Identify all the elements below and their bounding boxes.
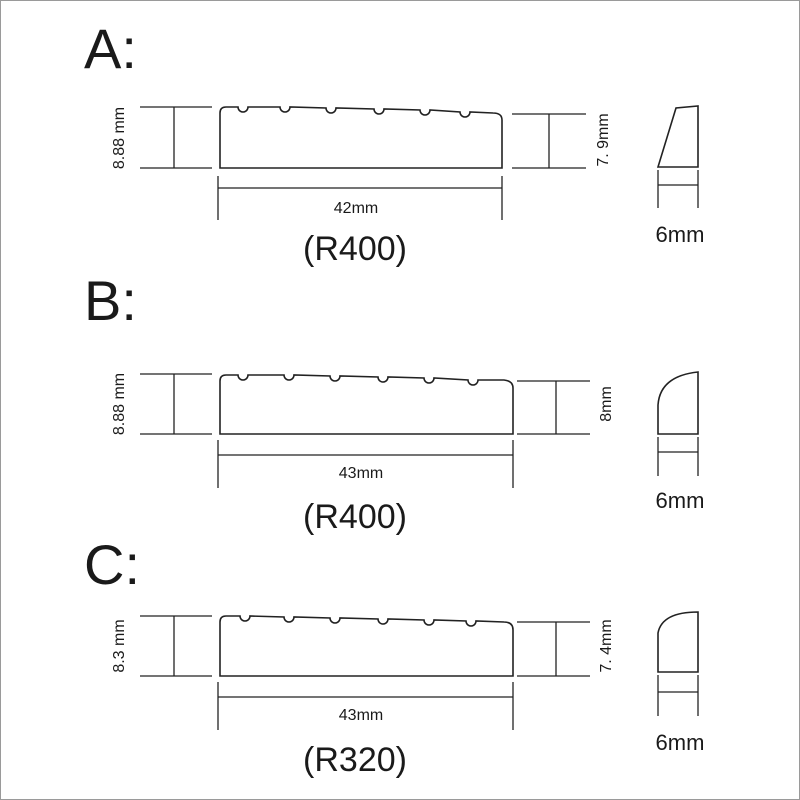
right-height-label: 7. 9mm [595, 113, 612, 166]
side-profile [657, 611, 699, 673]
left-height-label: 8.3 mm [111, 619, 128, 672]
nut-outline [219, 615, 514, 677]
thickness-label: 6mm [656, 730, 705, 755]
variant-letter: C: [84, 533, 140, 596]
nut-outline [219, 374, 514, 435]
nut-outline [219, 106, 503, 169]
thickness-label: 6mm [656, 488, 705, 513]
side-profile [656, 105, 699, 168]
right-height-label: 8mm [598, 386, 615, 422]
variant-letter: B: [84, 269, 137, 332]
model-label: (R320) [303, 741, 407, 779]
model-label: (R400) [303, 498, 407, 536]
left-height-label: 8.88 mm [111, 107, 128, 169]
variant-c: C: 8.3 mm 7. 4mm 43mm (R320) 6mm [84, 533, 704, 779]
model-label: (R400) [303, 230, 407, 268]
width-label: 43mm [339, 465, 383, 482]
variant-b: B: 8.88 mm 8mm 43mm (R400) 6mm [84, 269, 704, 536]
left-height-label: 8.88 mm [111, 373, 128, 435]
thickness-label: 6mm [656, 222, 705, 247]
variant-a: A: 8.88 mm 7. 9mm 42mm (R400) 6mm [84, 17, 704, 268]
width-label: 42mm [334, 200, 378, 217]
variant-letter: A: [84, 17, 137, 80]
right-height-label: 7. 4mm [598, 619, 615, 672]
width-label: 43mm [339, 707, 383, 724]
side-profile [657, 371, 699, 435]
